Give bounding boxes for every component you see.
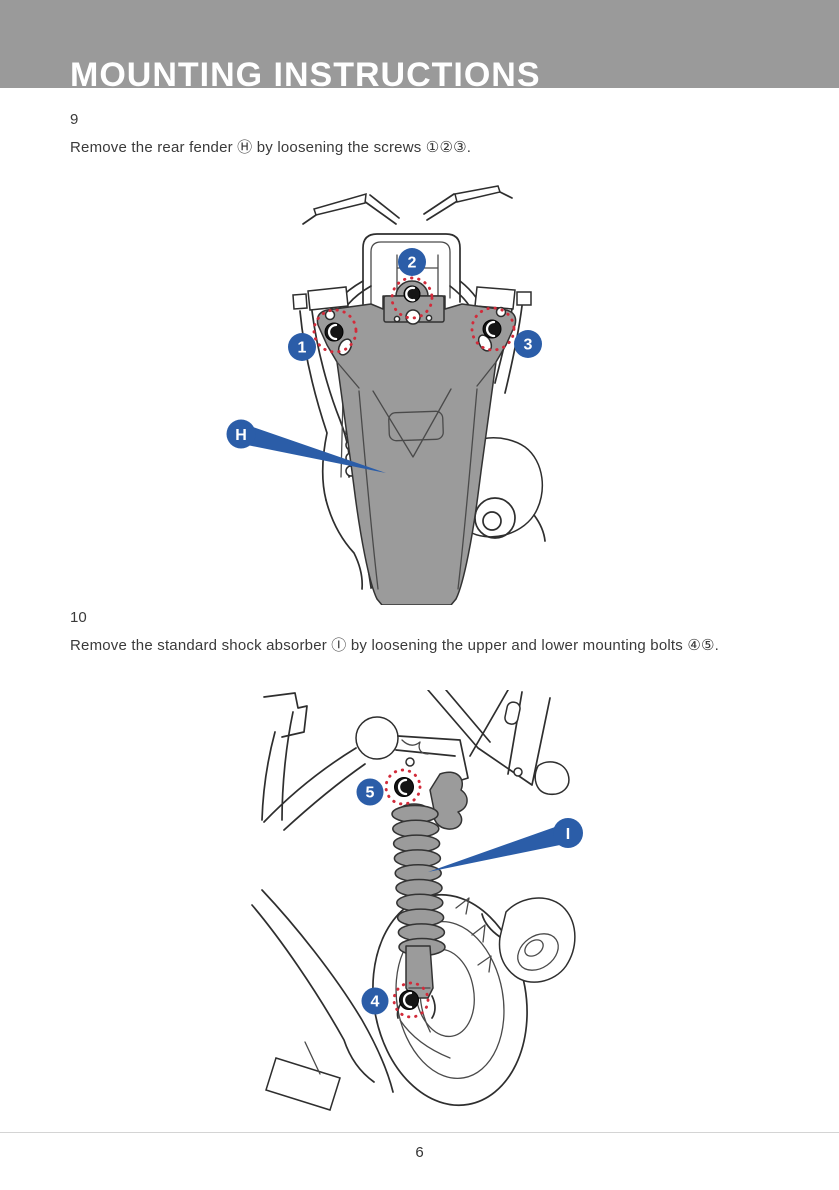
page-number: 6 bbox=[415, 1144, 424, 1161]
bolt-marker-5 bbox=[384, 768, 422, 806]
shock-absorber-illustration: 5 4 I bbox=[251, 689, 583, 1111]
callout-badge-4: 4 bbox=[361, 987, 389, 1015]
screw-marker-3 bbox=[470, 306, 516, 352]
svg-text:4: 4 bbox=[371, 994, 380, 1011]
step-10: 10 Remove the standard shock absorber Ⓘ … bbox=[70, 609, 720, 655]
step-number: 10 bbox=[70, 609, 87, 626]
header-banner: MOUNTING INSTRUCTIONS bbox=[0, 0, 839, 88]
step-text: Remove the standard shock absorber Ⓘ by … bbox=[70, 636, 720, 654]
shock-upper-mount bbox=[429, 771, 468, 830]
rear-fender-illustration: 1 2 3 H bbox=[226, 185, 546, 606]
mounting-bolts bbox=[384, 768, 430, 1019]
step-number: 9 bbox=[70, 111, 79, 128]
bolt-5-icon bbox=[394, 777, 414, 797]
svg-text:1: 1 bbox=[298, 340, 307, 357]
part-pointer-i: I bbox=[428, 818, 583, 872]
step-9: 9 Remove the rear fender Ⓗ by loosening … bbox=[70, 111, 472, 157]
figure-shock-absorber: 5 4 I bbox=[250, 689, 610, 1120]
shock-absorber-part bbox=[391, 803, 446, 1019]
svg-text:3: 3 bbox=[524, 337, 533, 354]
bolt-marker-4 bbox=[392, 981, 430, 1019]
svg-text:5: 5 bbox=[366, 785, 375, 802]
figure-rear-fender: 1 2 3 H bbox=[200, 185, 620, 606]
callout-badge-2: 2 bbox=[398, 248, 426, 276]
page-title: MOUNTING INSTRUCTIONS bbox=[70, 55, 541, 88]
screw-marker-1 bbox=[312, 308, 358, 354]
part-pointer-h: H bbox=[226, 419, 386, 473]
rear-fender-part bbox=[316, 280, 517, 606]
callout-badge-1: 1 bbox=[288, 333, 316, 361]
fender-screws bbox=[312, 276, 516, 354]
screw-marker-2 bbox=[390, 276, 434, 320]
svg-text:I: I bbox=[566, 826, 570, 843]
callout-badge-5: 5 bbox=[356, 778, 384, 806]
step-text: Remove the rear fender Ⓗ by loosening th… bbox=[70, 138, 472, 156]
bolt-4-icon bbox=[399, 990, 419, 1010]
motorcycle-frame-line-art bbox=[251, 689, 576, 1111]
callout-badge-3: 3 bbox=[514, 330, 542, 358]
footer-divider bbox=[0, 1132, 839, 1133]
svg-text:2: 2 bbox=[408, 255, 417, 272]
svg-text:H: H bbox=[235, 427, 247, 444]
